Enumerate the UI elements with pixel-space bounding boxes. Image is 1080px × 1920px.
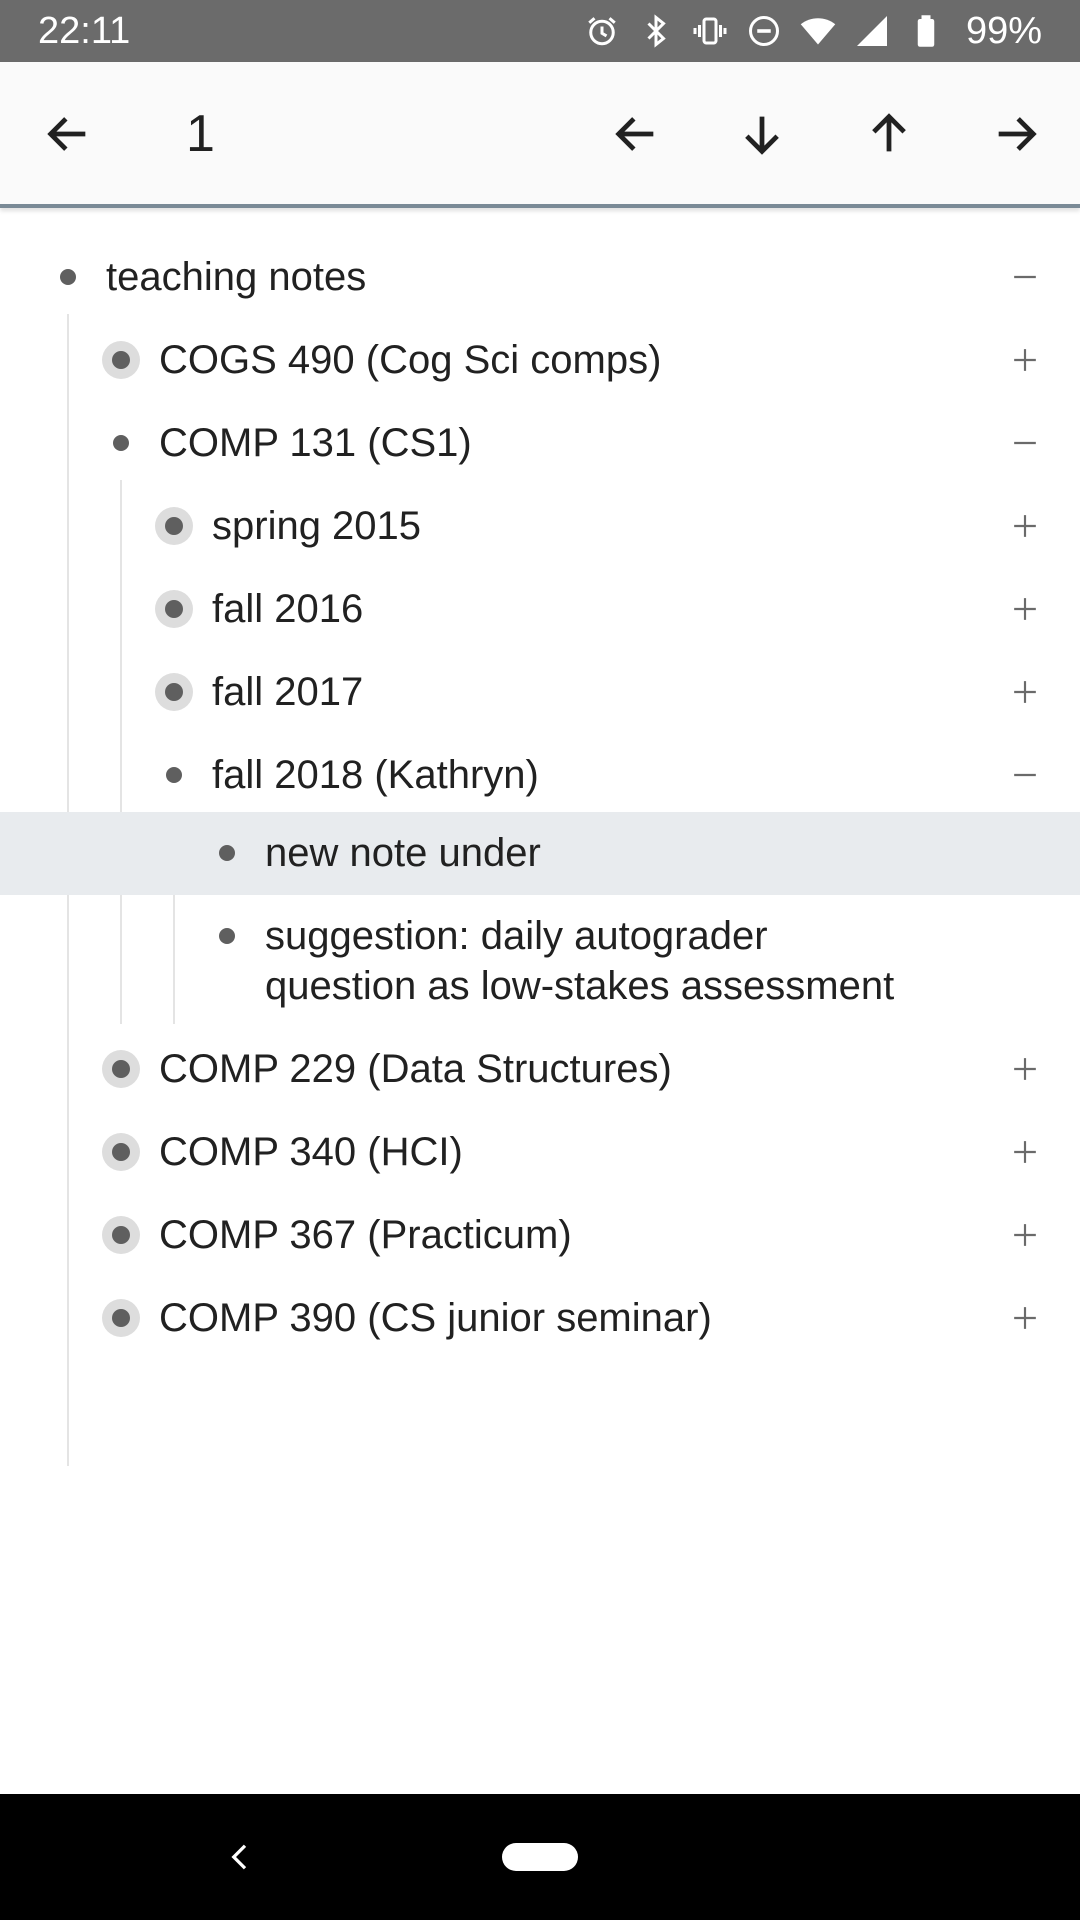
outline-item[interactable]: fall 2016 xyxy=(0,568,1080,651)
plus-icon xyxy=(1014,1141,1036,1163)
outline-item[interactable]: COGS 490 (Cog Sci comps) xyxy=(0,319,1080,402)
status-time: 22:11 xyxy=(38,9,131,52)
collapse-toggle[interactable] xyxy=(1000,252,1050,302)
system-nav-bar xyxy=(0,1794,1080,1920)
expand-toggle[interactable] xyxy=(1000,1293,1050,1343)
outline-item[interactable]: fall 2017 xyxy=(0,651,1080,734)
outline-item[interactable]: COMP 390 (CS junior seminar) xyxy=(0,1277,1080,1360)
bullet[interactable] xyxy=(207,916,247,956)
bluetooth-icon xyxy=(638,13,674,49)
collapsed-bullet[interactable] xyxy=(101,1049,141,1089)
arrow-left-icon xyxy=(615,117,654,151)
plus-icon xyxy=(1014,515,1036,537)
item-text[interactable]: fall 2016 xyxy=(212,587,364,631)
arrow-down-icon xyxy=(745,116,779,155)
expand-toggle[interactable] xyxy=(1000,1044,1050,1094)
plus-icon xyxy=(1014,349,1036,371)
outline-item[interactable]: fall 2018 (Kathryn) xyxy=(0,734,1080,817)
item-text[interactable]: fall 2017 xyxy=(212,670,364,714)
expand-toggle[interactable] xyxy=(1000,584,1050,634)
alarm-icon xyxy=(584,13,620,49)
back-button[interactable] xyxy=(28,94,108,174)
expand-toggle[interactable] xyxy=(1000,335,1050,385)
plus-icon xyxy=(1014,1307,1036,1329)
outline-item[interactable]: COMP 367 (Practicum) xyxy=(0,1194,1080,1277)
item-text-line-2[interactable]: question as low-stakes assessment xyxy=(265,964,895,1008)
do-not-disturb-icon xyxy=(746,13,782,49)
plus-icon xyxy=(1014,1224,1036,1246)
item-text-line-1[interactable]: suggestion: daily autograder xyxy=(265,914,768,958)
item-text[interactable]: COGS 490 (Cog Sci comps) xyxy=(159,338,662,382)
page-title: 1 xyxy=(186,105,215,163)
indent-button[interactable] xyxy=(976,94,1056,174)
bullet[interactable] xyxy=(154,755,194,795)
item-text[interactable]: COMP 390 (CS junior seminar) xyxy=(159,1296,712,1340)
collapsed-bullet[interactable] xyxy=(154,589,194,629)
plus-icon xyxy=(1014,598,1036,620)
bullet[interactable] xyxy=(48,257,88,297)
outline-item[interactable]: COMP 131 (CS1) xyxy=(0,402,1080,485)
indent-guide xyxy=(120,480,122,1024)
item-text[interactable]: fall 2018 (Kathryn) xyxy=(212,753,539,797)
expand-toggle[interactable] xyxy=(1000,667,1050,717)
arrow-left-icon xyxy=(47,117,86,151)
chevron-left-icon xyxy=(231,1844,247,1870)
cell-signal-icon xyxy=(854,13,890,49)
item-text[interactable]: spring 2015 xyxy=(212,504,422,548)
minus-icon xyxy=(1014,441,1036,445)
battery-icon xyxy=(908,13,944,49)
plus-icon xyxy=(1014,1058,1036,1080)
collapsed-bullet[interactable] xyxy=(101,1132,141,1172)
arrow-up-icon xyxy=(872,113,906,152)
collapsed-bullet[interactable] xyxy=(154,506,194,546)
arrow-right-icon xyxy=(998,117,1037,151)
expand-toggle[interactable] xyxy=(1000,1210,1050,1260)
outline-item-selected[interactable]: new note under xyxy=(0,812,1080,895)
outdent-button[interactable] xyxy=(596,94,676,174)
move-up-button[interactable] xyxy=(849,94,929,174)
indent-guide xyxy=(173,812,175,1024)
expand-toggle[interactable] xyxy=(1000,501,1050,551)
status-bar: 22:11 99% xyxy=(0,0,1080,62)
outline-item[interactable]: COMP 340 (HCI) xyxy=(0,1111,1080,1194)
item-text[interactable]: teaching notes xyxy=(106,255,367,299)
outline-item[interactable]: teaching notes xyxy=(0,236,1080,319)
bullet[interactable] xyxy=(207,833,247,873)
minus-icon xyxy=(1014,773,1036,777)
expand-toggle[interactable] xyxy=(1000,1127,1050,1177)
item-text[interactable]: COMP 340 (HCI) xyxy=(159,1130,463,1174)
outline-item[interactable]: spring 2015 xyxy=(0,485,1080,568)
toolbar: 1 xyxy=(0,62,1080,208)
wifi-icon xyxy=(800,13,836,49)
battery-percentage: 99% xyxy=(965,9,1042,52)
collapsed-bullet[interactable] xyxy=(154,672,194,712)
collapsed-bullet[interactable] xyxy=(101,1215,141,1255)
collapsed-bullet[interactable] xyxy=(101,340,141,380)
vibrate-icon xyxy=(692,13,728,49)
plus-icon xyxy=(1014,681,1036,703)
collapse-toggle[interactable] xyxy=(1000,750,1050,800)
outline-item[interactable]: suggestion: daily autograder question as… xyxy=(0,895,1080,1028)
item-text[interactable]: COMP 367 (Practicum) xyxy=(159,1213,572,1257)
nav-back-button[interactable] xyxy=(210,1827,270,1887)
item-text[interactable]: COMP 229 (Data Structures) xyxy=(159,1047,672,1091)
item-text[interactable]: COMP 131 (CS1) xyxy=(159,421,472,465)
collapsed-bullet[interactable] xyxy=(101,1298,141,1338)
collapse-toggle[interactable] xyxy=(1000,418,1050,468)
bullet[interactable] xyxy=(101,423,141,463)
move-down-button[interactable] xyxy=(722,94,802,174)
outline-item[interactable]: COMP 229 (Data Structures) xyxy=(0,1028,1080,1111)
item-text[interactable]: new note under xyxy=(265,831,541,875)
nav-home-button[interactable] xyxy=(502,1843,578,1871)
minus-icon xyxy=(1014,275,1036,279)
